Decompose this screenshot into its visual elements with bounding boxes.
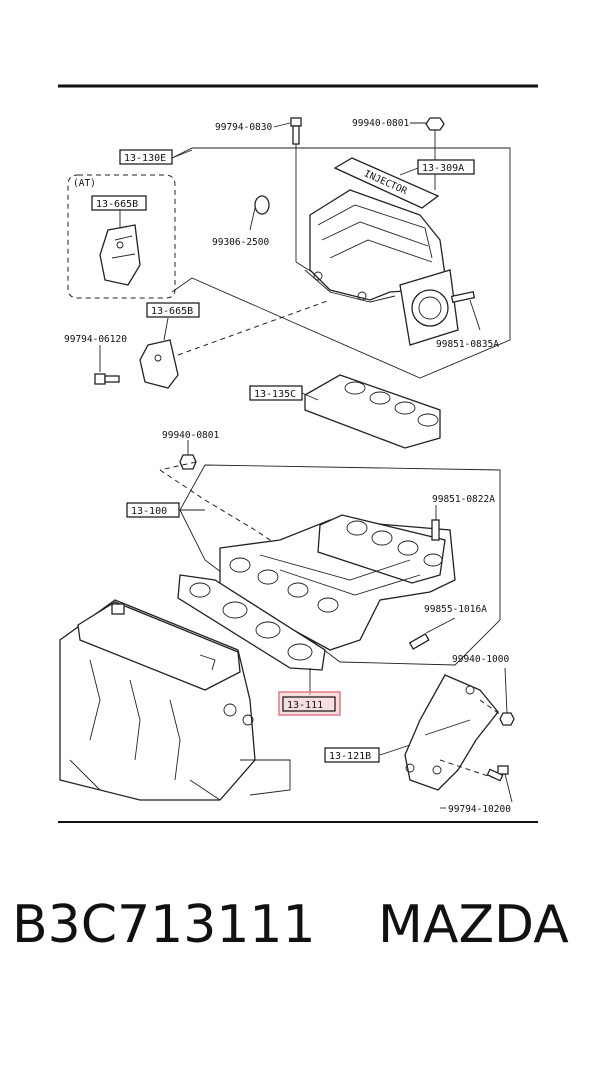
upper-manifold-group: INJECTOR <box>171 117 511 379</box>
manifold-gasket-drawing <box>177 574 326 695</box>
ref-13-665b-at[interactable]: 13-665B <box>91 195 147 211</box>
exploded-parts-diagram: INJECTOR <box>58 84 538 823</box>
label-plug: 99306-2500 <box>212 237 269 248</box>
upper-manifold-drawing <box>304 189 459 346</box>
top-nut-drawing <box>425 117 445 190</box>
svg-text:13-100: 13-100 <box>131 506 167 517</box>
label-nut-mid: 99940-0801 <box>162 430 219 441</box>
plug-drawing <box>249 195 270 231</box>
nut-1000-drawing <box>499 667 515 726</box>
engine-block-drawing <box>59 599 291 801</box>
ref-13-665b[interactable]: 13-665B <box>146 302 200 318</box>
label-stud-0835: 99851-0835A <box>436 339 499 350</box>
ref-13-135c[interactable]: 13-135C <box>249 385 303 401</box>
footer-caption: B3C713111 MAZDA <box>0 895 600 975</box>
ref-13-130e[interactable]: 13-130E <box>119 149 173 165</box>
ref-13-100[interactable]: 13-100 <box>126 502 180 518</box>
label-nut-top: 99940-0801 <box>352 118 409 129</box>
label-at: (AT) <box>73 178 96 189</box>
svg-text:13-309A: 13-309A <box>422 163 464 174</box>
label-nut-1000: 99940-1000 <box>452 654 509 665</box>
footer-part-number: B3C713111 <box>12 895 316 955</box>
ref-13-309a[interactable]: 13-309A <box>417 159 475 175</box>
label-bolt-top: 99794-0830 <box>215 122 272 133</box>
bolt-0612-drawing <box>94 345 120 385</box>
stud-1016-drawing <box>408 617 456 650</box>
stud-0822-drawing <box>431 505 440 541</box>
svg-text:13-135C: 13-135C <box>254 389 296 400</box>
label-stud-1016: 99855-1016A <box>424 604 487 615</box>
ref-13-111[interactable]: 13-111 <box>282 696 336 712</box>
top-bolt-drawing <box>290 117 313 273</box>
svg-text:13-665B: 13-665B <box>151 306 193 317</box>
engine-bracket-drawing <box>379 674 506 791</box>
label-stud-0822: 99851-0822A <box>432 494 495 505</box>
upper-gasket-drawing <box>301 374 441 449</box>
svg-text:13-130E: 13-130E <box>124 153 166 164</box>
side-bracket-drawing <box>139 299 331 389</box>
bolt-1020-drawing <box>486 765 513 803</box>
svg-text:13-111: 13-111 <box>287 700 323 711</box>
at-bracket-group <box>67 174 176 299</box>
svg-text:13-121B: 13-121B <box>329 751 371 762</box>
footer-brand: MAZDA <box>378 895 569 955</box>
mid-nut-drawing <box>159 440 197 471</box>
svg-text:13-665B: 13-665B <box>96 199 138 210</box>
label-bolt-1020: 99794-10200 <box>448 804 511 815</box>
stud-0835-drawing <box>450 291 481 331</box>
ref-13-121b[interactable]: 13-121B <box>324 747 380 763</box>
highlight-box <box>278 691 341 716</box>
label-bolt-0612: 99794-06120 <box>64 334 127 345</box>
